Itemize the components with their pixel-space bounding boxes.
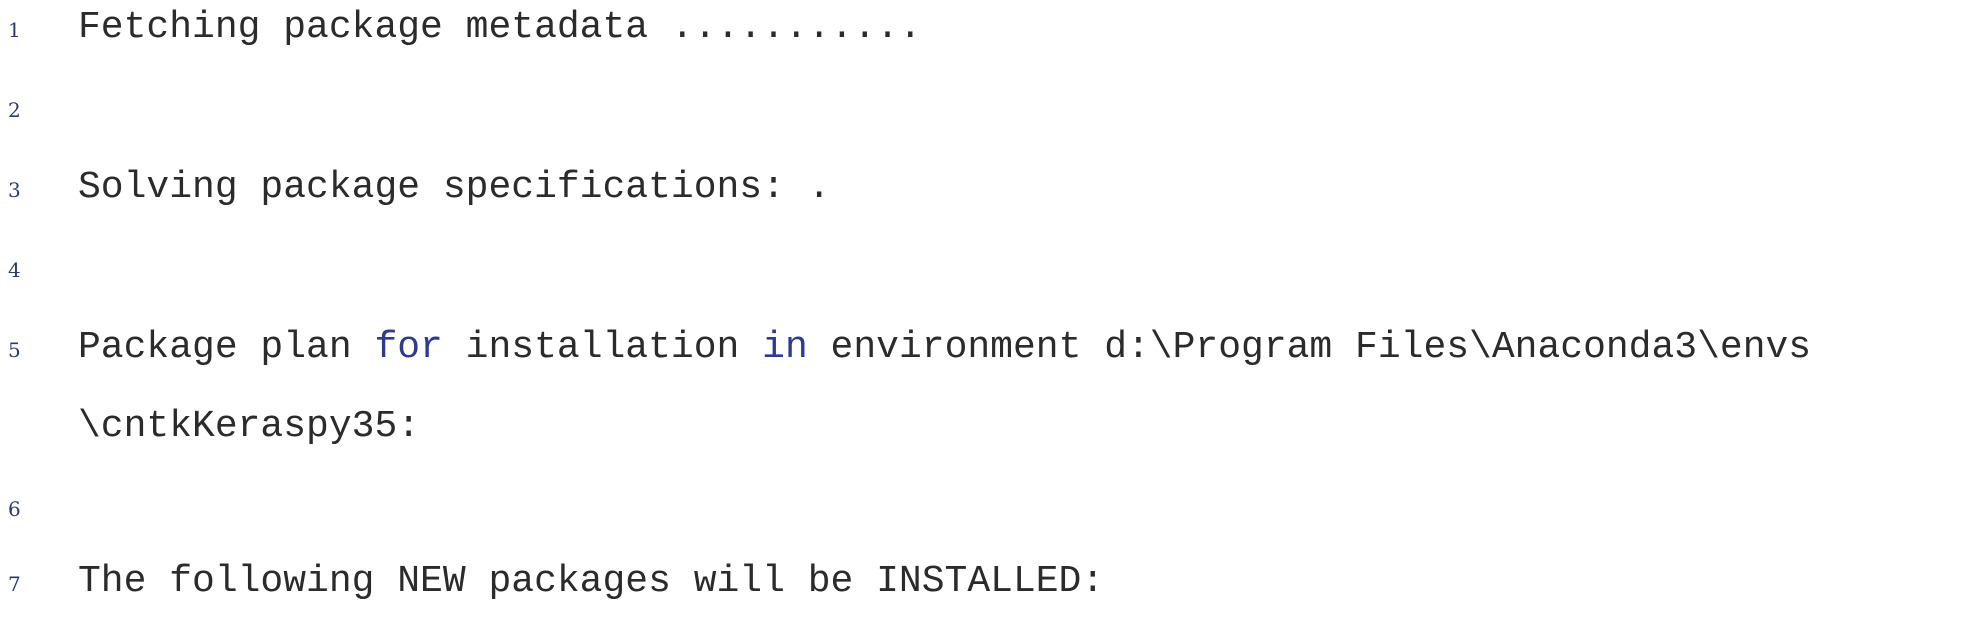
line-number: 6 xyxy=(8,497,21,521)
line-number: 2 xyxy=(8,98,21,122)
line-number: 3 xyxy=(8,178,21,202)
code-line-6: 6 xyxy=(0,483,1977,543)
code-segment: Package plan xyxy=(78,326,375,369)
code-line-2: 2 xyxy=(0,84,1977,144)
code-line-5-continuation: \cntkKeraspy35: xyxy=(0,403,1977,463)
line-number: 1 xyxy=(8,18,21,42)
code-line-7: 7 The following NEW packages will be INS… xyxy=(0,558,1977,618)
line-number: 5 xyxy=(8,338,21,362)
keyword-for: for xyxy=(374,326,443,369)
code-line-1: 1 Fetching package metadata ........... xyxy=(0,4,1977,64)
line-number: 4 xyxy=(8,258,21,282)
code-line-5: 5 Package plan for installation in envir… xyxy=(0,324,1977,384)
code-segment: environment d:\Program Files\Anaconda3\e… xyxy=(807,326,1812,369)
code-text-wrapped: \cntkKeraspy35: xyxy=(78,405,421,448)
code-text: Package plan for installation in environ… xyxy=(78,324,1811,372)
keyword-in: in xyxy=(762,326,808,369)
code-text: Solving package specifications: . xyxy=(78,166,831,209)
code-segment: installation xyxy=(442,326,763,369)
code-text: The following NEW packages will be INSTA… xyxy=(78,560,1105,603)
code-text: Fetching package metadata ........... xyxy=(78,6,922,49)
code-line-4: 4 xyxy=(0,244,1977,304)
line-number: 7 xyxy=(8,572,21,596)
code-line-3: 3 Solving package specifications: . xyxy=(0,164,1977,224)
